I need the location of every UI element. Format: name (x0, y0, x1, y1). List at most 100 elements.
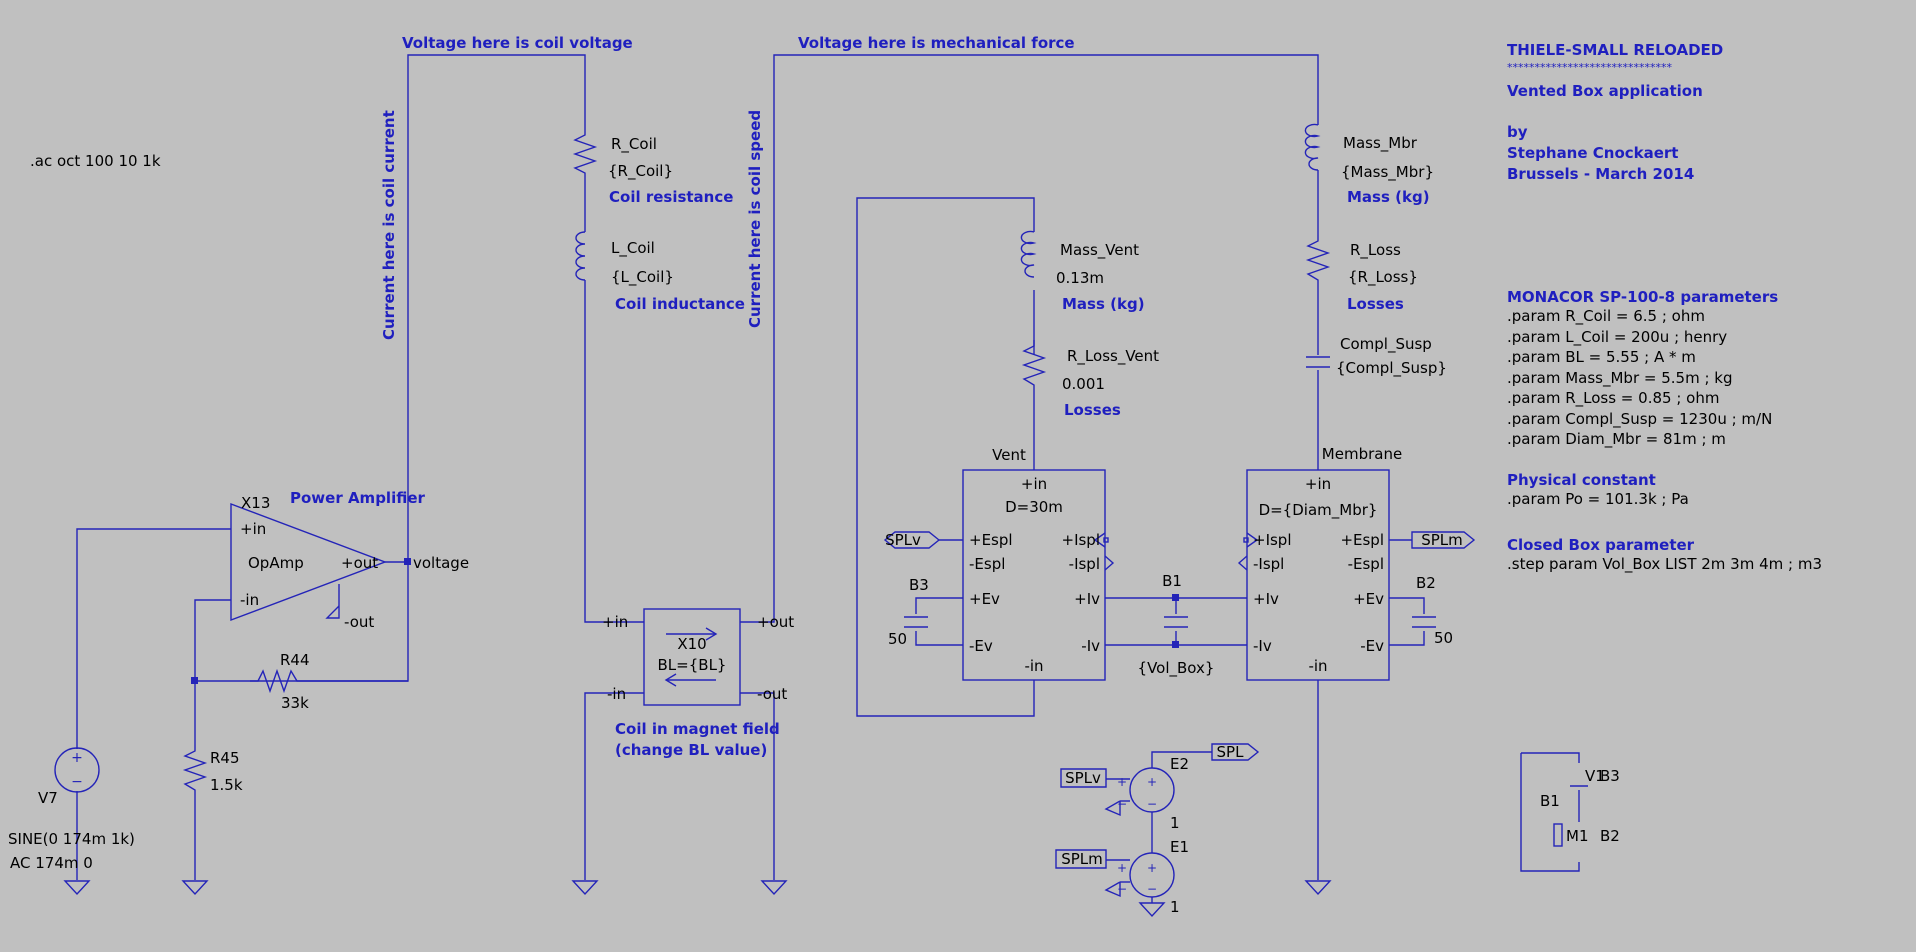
resistor-icon[interactable] (572, 128, 598, 180)
membrane-ev-p: +Ev (1353, 590, 1384, 608)
param-line[interactable]: .param Compl_Susp = 1230u ; m/N (1507, 410, 1772, 429)
svg-text:+: + (1147, 861, 1157, 875)
voltage-source-icon[interactable]: + − (54, 747, 100, 793)
ground-icon (1305, 880, 1331, 895)
voltage-source-icon[interactable]: + − + − (1104, 767, 1175, 817)
comment-coil-inductance: Coil inductance (615, 295, 745, 313)
l-coil-name: L_Coil (611, 239, 655, 258)
flag-splm-1: SPLm (1421, 531, 1463, 549)
r45-value: 1.5k (210, 776, 243, 794)
place-date-text: Brussels - March 2014 (1507, 165, 1694, 183)
comment-coil-speed: Current here is coil speed (746, 110, 764, 328)
r-loss-vent-value: 0.001 (1062, 375, 1105, 393)
comment-coil-resistance: Coil resistance (609, 188, 733, 206)
vent-espl-n: -Espl (969, 555, 1005, 573)
resistor-icon[interactable] (1305, 235, 1331, 290)
r44-name: R44 (280, 651, 310, 669)
x10-in-n: -in (607, 685, 626, 703)
x13-name: X13 (241, 494, 270, 512)
inductor-icon[interactable] (1020, 230, 1037, 278)
param-header: MONACOR SP-100-8 parameters (1507, 288, 1778, 306)
ground-icon (761, 880, 787, 895)
membrane-iv-p: +Iv (1253, 590, 1279, 608)
membrane-ispl-n: -Ispl (1253, 555, 1284, 573)
v7-line1: SINE(0 174m 1k) (8, 830, 135, 848)
mass-vent-name: Mass_Vent (1060, 241, 1139, 260)
step-directive[interactable]: .step param Vol_Box LIST 2m 3m 4m ; m3 (1507, 555, 1822, 574)
comment-mass-mbr: Mass (kg) (1347, 188, 1430, 206)
param-line[interactable]: .param R_Loss = 0.85 ; ohm (1507, 389, 1719, 408)
resistor-icon[interactable] (250, 668, 408, 694)
membrane-iv-n: -Iv (1253, 637, 1272, 655)
author-text: Stephane Cnockaert (1507, 144, 1678, 162)
b2-name: B2 (1416, 574, 1436, 592)
resistor-icon[interactable] (182, 745, 208, 795)
physical-param[interactable]: .param Po = 101.3k ; Pa (1507, 490, 1689, 508)
title-stars: ****************************** (1507, 61, 1673, 74)
x13-type: OpAmp (248, 554, 304, 572)
comment-mass-vent: Mass (kg) (1062, 295, 1145, 313)
capacitor-icon[interactable] (1306, 356, 1330, 368)
mass-mbr-value: {Mass_Mbr} (1341, 163, 1434, 182)
comment-magnet-1: Coil in magnet field (615, 720, 780, 738)
inductor-icon[interactable] (575, 231, 586, 281)
b3-name: B3 (909, 576, 929, 594)
svg-text:+: + (1117, 861, 1127, 875)
application-text: Vented Box application (1507, 82, 1703, 100)
sym-b2: B2 (1600, 827, 1620, 845)
vent-block[interactable] (962, 469, 1115, 681)
x10-in-p: +in (602, 613, 628, 631)
r-loss-vent-name: R_Loss_Vent (1067, 347, 1159, 366)
net-flag-icon (883, 531, 941, 549)
comment-coil-current: Current here is coil current (380, 110, 398, 340)
svg-text:−: − (1117, 882, 1127, 896)
param-line[interactable]: .param Mass_Mbr = 5.5m ; kg (1507, 369, 1732, 388)
mass-vent-value: 0.13m (1056, 269, 1104, 287)
membrane-in-n: -in (1308, 657, 1327, 675)
vent-ev-n: -Ev (969, 637, 993, 655)
capacitor-icon[interactable] (904, 616, 928, 628)
comment-losses-vent: Losses (1064, 401, 1121, 419)
membrane-block[interactable] (1237, 469, 1390, 681)
ground-icon (1139, 902, 1165, 917)
sym-b1: B1 (1540, 792, 1560, 810)
net-voltage: voltage (413, 554, 469, 572)
physical-header: Physical constant (1507, 471, 1656, 489)
by-text: by (1507, 123, 1528, 141)
vent-in-n: -in (1024, 657, 1043, 675)
comment-power-amp: Power Amplifier (290, 489, 426, 507)
x13-out-p: +out (341, 554, 378, 572)
voltage-source-icon[interactable]: + − + − (1104, 852, 1175, 898)
gyrator-x10[interactable] (643, 608, 741, 706)
param-line[interactable]: .param L_Coil = 200u ; henry (1507, 328, 1727, 347)
r-loss-value: {R_Loss} (1348, 268, 1418, 287)
symbol-block[interactable] (1520, 752, 1588, 872)
membrane-ev-n: -Ev (1360, 637, 1384, 655)
compl-susp-name: Compl_Susp (1340, 335, 1432, 354)
x10-out-p: +out (757, 613, 794, 631)
ground-icon (64, 880, 90, 895)
ac-directive[interactable]: .ac oct 100 10 1k (30, 152, 161, 170)
capacitor-icon[interactable] (1164, 616, 1188, 628)
svg-text:+: + (71, 750, 83, 766)
inductor-icon[interactable] (1304, 123, 1321, 171)
resistor-icon[interactable] (1021, 340, 1047, 410)
capacitor-icon[interactable] (1412, 616, 1436, 628)
membrane-title: Membrane (1322, 445, 1402, 463)
svg-text:+: + (1117, 775, 1127, 789)
comment-mech-force: Voltage here is mechanical force (798, 34, 1075, 52)
net-flag-icon (1060, 768, 1107, 788)
comment-coil-voltage: Voltage here is coil voltage (402, 34, 633, 52)
net-flag-icon (1211, 743, 1260, 761)
param-line[interactable]: .param BL = 5.55 ; A * m (1507, 348, 1696, 366)
compl-susp-value: {Compl_Susp} (1336, 359, 1447, 378)
vent-ev-p: +Ev (969, 590, 1000, 608)
b2-value: 50 (1434, 629, 1453, 647)
opamp-icon[interactable] (230, 502, 387, 622)
param-line[interactable]: .param Diam_Mbr = 81m ; m (1507, 430, 1726, 449)
param-line[interactable]: .param R_Coil = 6.5 ; ohm (1507, 307, 1705, 326)
sym-v1: V1 (1585, 767, 1605, 785)
e2-gain: 1 (1170, 814, 1180, 832)
ground-icon (572, 880, 598, 895)
